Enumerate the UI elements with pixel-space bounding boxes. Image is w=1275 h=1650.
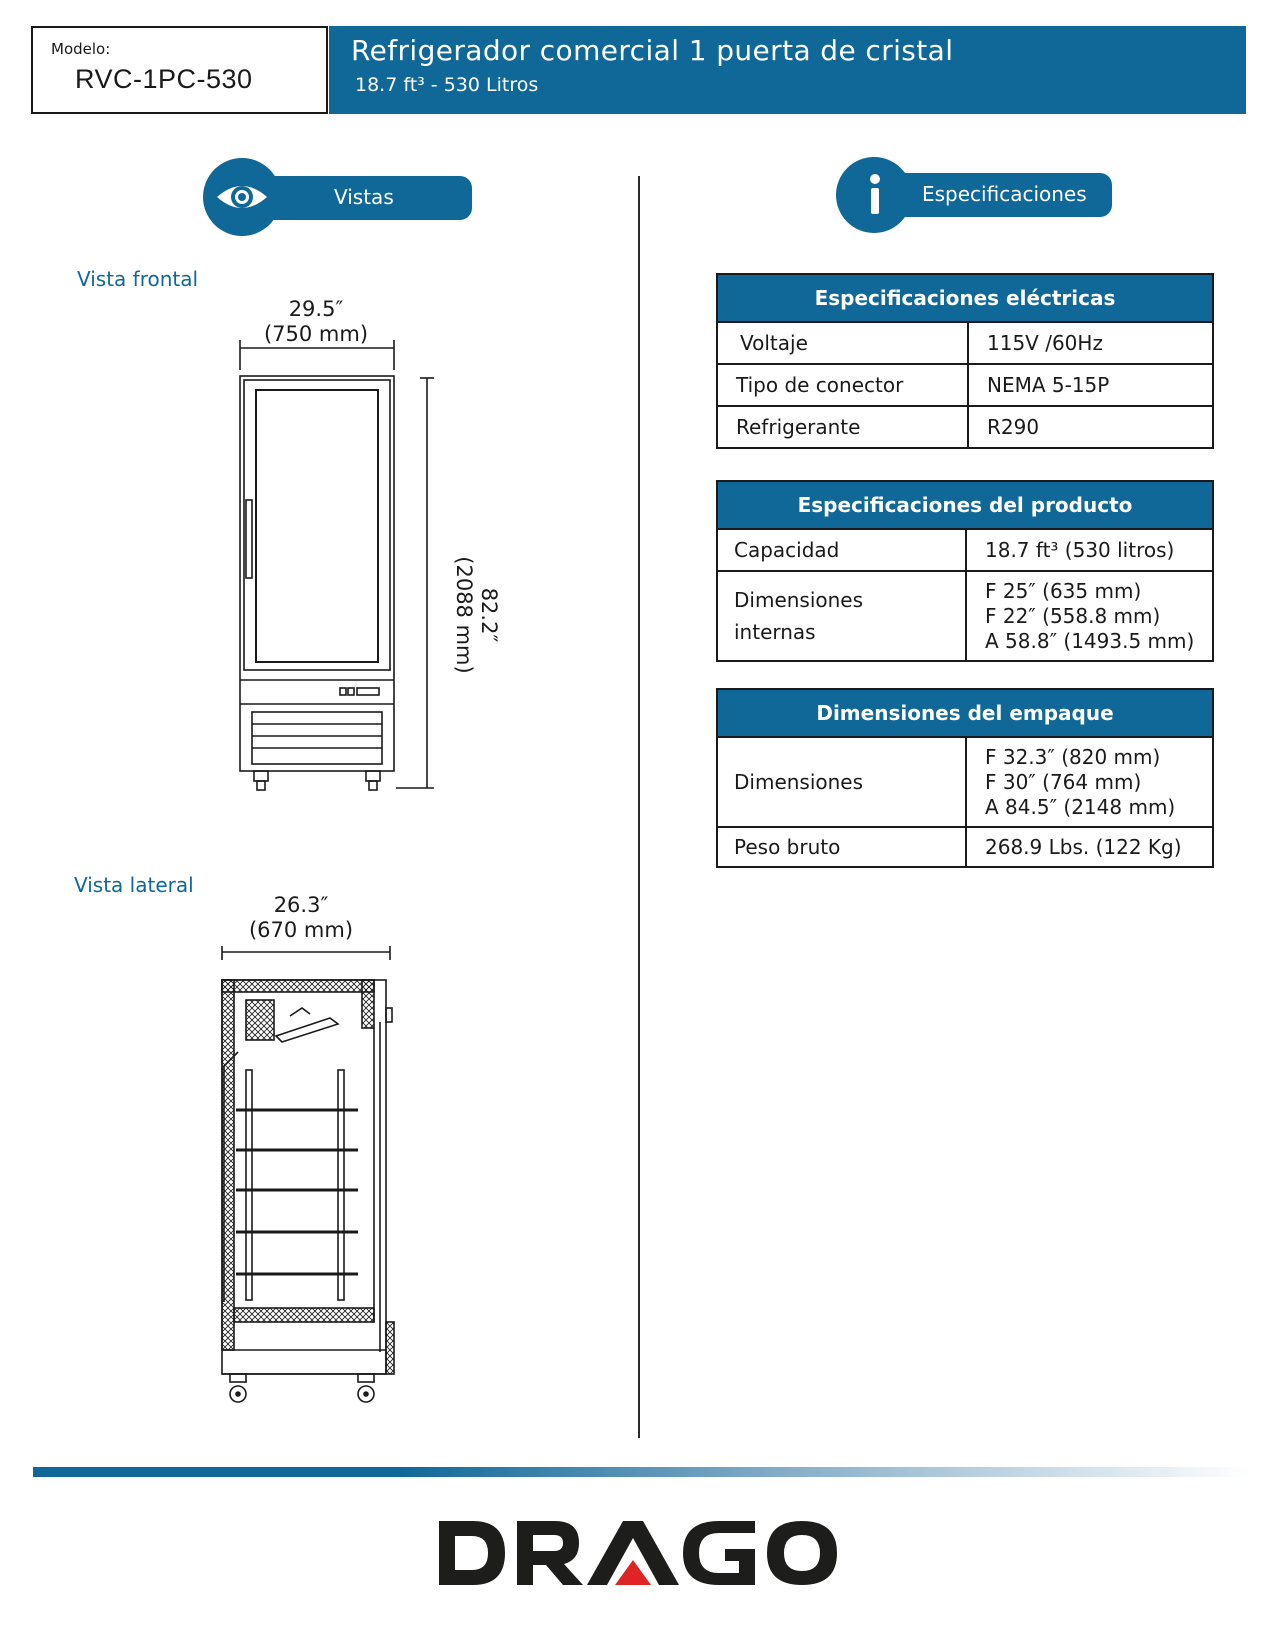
packaging-dim-depth: F 30″ (764 mm)	[985, 769, 1142, 794]
eye-icon	[217, 186, 267, 208]
page-subtitle: 18.7 ft³ - 530 Litros	[355, 74, 539, 96]
capacity-label: Capacidad	[716, 528, 967, 572]
side-view-drawing	[221, 946, 395, 1403]
internal-dims-label-2: internas	[734, 620, 816, 644]
electrical-specs-table: Especificaciones eléctricas Voltaje 115V…	[716, 273, 1214, 449]
specs-label: Especificaciones	[922, 182, 1087, 206]
side-depth-in: 26.3″	[273, 893, 329, 917]
front-height-in: 82.2″	[477, 587, 501, 643]
gross-weight-value: 268.9 Lbs. (122 Kg)	[965, 826, 1214, 868]
front-height-mm: (2088 mm)	[452, 556, 476, 674]
internal-dim-height: A 58.8″ (1493.5 mm)	[985, 628, 1195, 653]
side-view-title: Vista lateral	[74, 873, 194, 897]
packaging-dims-label: Dimensiones	[716, 736, 967, 828]
model-label: Modelo:	[51, 40, 111, 58]
gross-weight-label: Peso bruto	[716, 826, 967, 868]
voltage-value: 115V /60Hz	[967, 321, 1214, 365]
refrigerant-label: Refrigerante	[716, 405, 969, 449]
front-view-drawing	[239, 340, 434, 791]
page-title: Refrigerador comercial 1 puerta de crist…	[351, 34, 954, 67]
footer-gradient-bar	[33, 1467, 1251, 1477]
internal-dim-depth: F 22″ (558.8 mm)	[985, 603, 1161, 628]
info-icon	[870, 174, 880, 214]
voltage-label: Voltaje	[716, 321, 969, 365]
side-depth-dim: 26.3″ (670 mm)	[205, 893, 397, 943]
front-width-mm: (750 mm)	[263, 322, 369, 346]
front-view-title: Vista frontal	[77, 267, 199, 291]
internal-dim-width: F 25″ (635 mm)	[985, 578, 1142, 603]
front-width-dim: 29.5″ (750 mm)	[220, 297, 412, 347]
capacity-value: 18.7 ft³ (530 litros)	[965, 528, 1214, 572]
column-divider	[638, 176, 640, 1438]
packaging-title: Dimensiones del empaque	[716, 688, 1214, 737]
packaging-dims-values: F 32.3″ (820 mm) F 30″ (764 mm) A 84.5″ …	[965, 736, 1214, 828]
views-icon-circle	[203, 158, 281, 236]
refrigerant-value: R290	[967, 405, 1214, 449]
front-width-in: 29.5″	[288, 297, 344, 321]
title-bar: Refrigerador comercial 1 puerta de crist…	[329, 26, 1246, 114]
connector-value: NEMA 5-15P	[967, 363, 1214, 407]
specs-icon-circle	[836, 157, 912, 233]
product-specs-title: Especificaciones del producto	[716, 480, 1214, 529]
internal-dims-values: F 25″ (635 mm) F 22″ (558.8 mm) A 58.8″ …	[965, 570, 1214, 662]
model-code: RVC-1PC-530	[75, 64, 253, 94]
connector-label: Tipo de conector	[716, 363, 969, 407]
drago-logo	[439, 1521, 837, 1585]
internal-dims-label-1: Dimensiones	[734, 588, 864, 612]
views-label: Vistas	[334, 185, 394, 209]
model-box: Modelo: RVC-1PC-530	[31, 26, 328, 114]
side-depth-mm: (670 mm)	[248, 918, 354, 942]
electrical-specs-title: Especificaciones eléctricas	[716, 273, 1214, 322]
packaging-dim-width: F 32.3″ (820 mm)	[985, 744, 1161, 769]
front-height-dim: 82.2″ (2088 mm)	[451, 515, 501, 715]
packaging-dim-height: A 84.5″ (2148 mm)	[985, 794, 1176, 819]
internal-dims-label: Dimensiones internas	[716, 570, 967, 662]
packaging-table: Dimensiones del empaque Dimensiones F 32…	[716, 688, 1214, 868]
product-specs-table: Especificaciones del producto Capacidad …	[716, 480, 1214, 662]
